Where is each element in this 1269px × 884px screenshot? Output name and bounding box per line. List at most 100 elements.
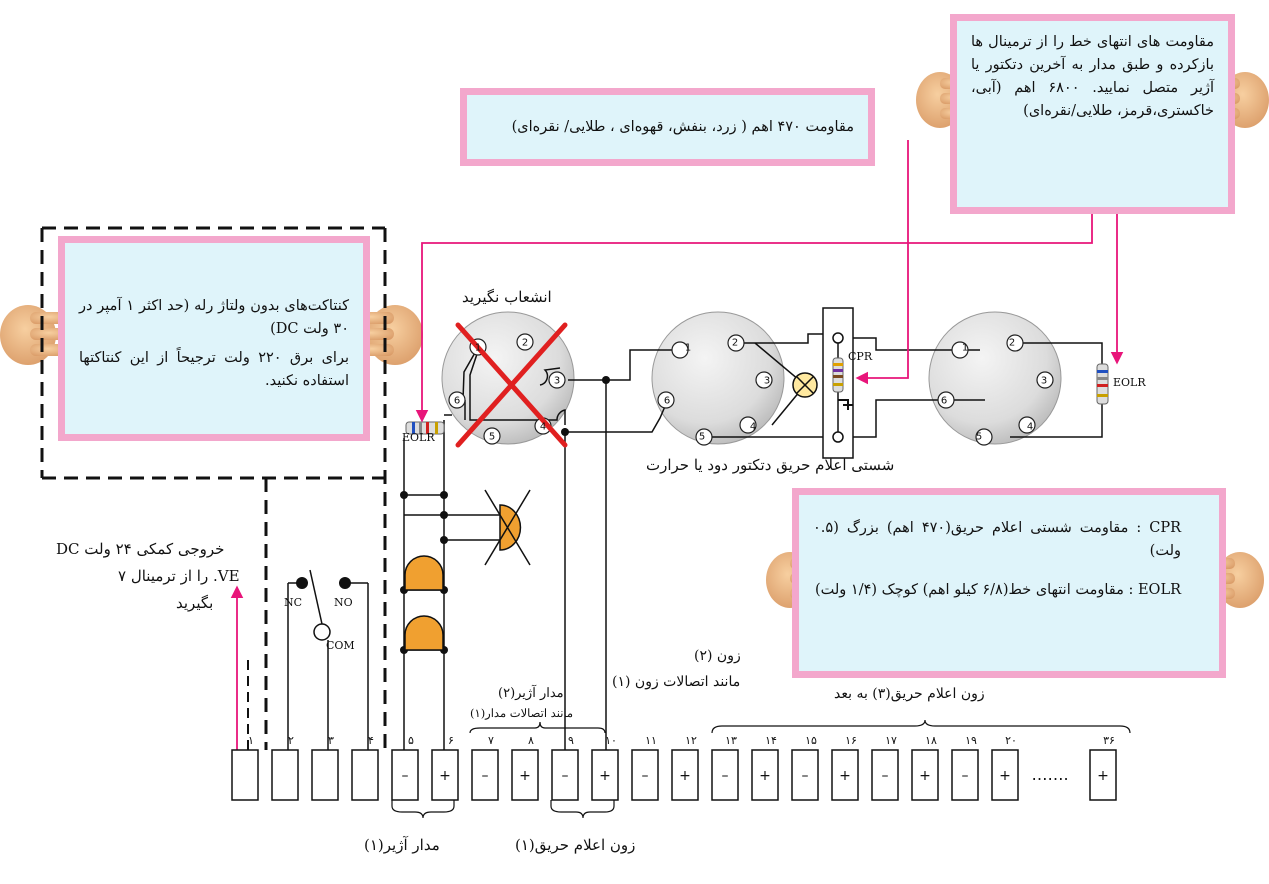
nc-contact-dot bbox=[296, 577, 308, 589]
detector-1-pin-3: 3 bbox=[554, 376, 560, 387]
terminal-9 bbox=[551, 749, 579, 801]
terminal-8 bbox=[511, 749, 539, 801]
eol-resistor-note: مقاومت های انتهای خط را از ترمینال ها با… bbox=[950, 14, 1235, 214]
terminal-2 bbox=[271, 749, 299, 801]
relay-contacts bbox=[287, 569, 369, 750]
terminal-16 bbox=[831, 749, 859, 801]
terminal-number: ۲۰ bbox=[1005, 734, 1017, 747]
terminal-number: ۱۴ bbox=[765, 734, 777, 747]
eol-resistor-text: مقاومت های انتهای خط را از ترمینال ها با… bbox=[971, 34, 1215, 119]
terminal-1 bbox=[231, 749, 259, 801]
detector-3-pin-5: 5 bbox=[976, 432, 982, 443]
terminal-number: ۹ bbox=[568, 734, 574, 747]
eolr-definition-text: EOLR : مقاومت انتهای خط(۶/۸ کیلو اهم) کو… bbox=[814, 582, 1181, 598]
terminal-polarity: + bbox=[599, 768, 611, 784]
cpr-definition-text: CPR : مقاومت شستی اعلام حریق(۴۷۰ اهم) بز… bbox=[813, 520, 1181, 559]
terminal-polarity: + bbox=[919, 768, 931, 784]
mains-warning-text: برای برق ۲۲۰ ولت ترجیحاً از این کنتاکتها… bbox=[79, 350, 349, 389]
detector-1-pin-5: 5 bbox=[489, 432, 495, 443]
relay-contacts-text: کنتاکت‌های بدون ولتاژ رله (حد اکثر ۱ آمپ… bbox=[79, 298, 349, 337]
terminal-number: ۱۵ bbox=[805, 734, 817, 747]
circuit-wires bbox=[403, 333, 1103, 750]
relay-contacts-note: کنتاکت‌های بدون ولتاژ رله (حد اکثر ۱ آمپ… bbox=[58, 236, 370, 441]
detector-2-pin-6: 6 bbox=[664, 396, 670, 407]
aux-output-line2: VE. را از ترمینال ۷ bbox=[118, 567, 240, 585]
terminal-number: ۲ bbox=[288, 734, 294, 747]
detector-2-pin-1: 1 bbox=[685, 343, 691, 354]
no-contact-dot bbox=[339, 577, 351, 589]
terminal-4 bbox=[351, 749, 379, 801]
zone2-label-line2: مانند اتصالات زون (۱) bbox=[612, 674, 741, 690]
no-branch-cross-icon bbox=[455, 322, 568, 448]
terminal-number: ۱۱ bbox=[645, 734, 657, 747]
terminal-polarity: – bbox=[802, 768, 809, 784]
siren-3-icon bbox=[499, 504, 522, 551]
terminal-number: ۱۰ bbox=[605, 734, 617, 747]
terminal-15 bbox=[791, 749, 819, 801]
terminal-number: ۸ bbox=[528, 734, 534, 747]
terminal-20 bbox=[991, 749, 1019, 801]
detector-3-pin-6: 6 bbox=[941, 396, 947, 407]
terminal-number: ۴ bbox=[368, 734, 374, 747]
terminal-14 bbox=[751, 749, 779, 801]
com-label: COM bbox=[326, 639, 355, 652]
zone1-label: زون اعلام حریق(۱) bbox=[515, 836, 636, 854]
terminal-polarity: – bbox=[642, 768, 649, 784]
detector-1-pin-1: 1 bbox=[475, 343, 481, 354]
relay-dashed-frame bbox=[40, 226, 387, 750]
resistor-470-text: مقاومت ۴۷۰ اهم ( زرد، بنفش، قهوه‌ای ، طل… bbox=[511, 118, 854, 135]
terminal-number: ۱ bbox=[248, 734, 254, 747]
detector-2-pin-2: 2 bbox=[732, 338, 738, 349]
terminal-7 bbox=[471, 749, 499, 801]
siren1-label: مدار آژیر(۱) bbox=[364, 836, 440, 854]
siren-2-icon bbox=[404, 615, 444, 651]
terminal-polarity: + bbox=[1097, 768, 1109, 784]
terminal-number: ۳ bbox=[328, 734, 334, 747]
manual-call-point bbox=[822, 307, 854, 459]
indicator-lamp-icon bbox=[792, 372, 818, 398]
siren-1-icon bbox=[404, 555, 444, 591]
detector-2-pin-3: 3 bbox=[764, 376, 770, 387]
terminal-10 bbox=[591, 749, 619, 801]
terminal-polarity: – bbox=[402, 768, 409, 784]
terminal-number: ۵ bbox=[408, 734, 414, 747]
terminal-polarity: – bbox=[962, 768, 969, 784]
pointer-arrows bbox=[230, 140, 1124, 758]
terminal-number: ۱۸ bbox=[925, 734, 937, 747]
terminal-6 bbox=[431, 749, 459, 801]
detectors-caption: شستی اعلام حریق دتکتور دود یا حرارت bbox=[646, 456, 895, 474]
terminal-13 bbox=[711, 749, 739, 801]
aux-output-line3: بگیرید bbox=[176, 594, 214, 612]
no-branch-label: انشعاب نگیرید bbox=[462, 288, 552, 306]
detector-2-pin-4: 4 bbox=[750, 422, 756, 433]
detector-pin-rings bbox=[448, 333, 1054, 446]
terminal-number: ۱۳ bbox=[725, 734, 737, 747]
terminal-19 bbox=[951, 749, 979, 801]
eolr-label-zone: EOLR bbox=[1113, 376, 1146, 389]
nc-label: NC bbox=[284, 596, 303, 609]
zone2-label-line1: زون (۲) bbox=[694, 648, 741, 664]
detector-1-pin-4: 4 bbox=[540, 422, 546, 433]
detector-2-pin-5: 5 bbox=[699, 432, 705, 443]
terminal-polarity: + bbox=[839, 768, 851, 784]
terminal-polarity: + bbox=[439, 768, 451, 784]
siren2-label-line1: مدار آژیر(۲) bbox=[498, 686, 564, 701]
detector-3-pin-4: 4 bbox=[1027, 422, 1033, 433]
terminal-polarity: + bbox=[999, 768, 1011, 784]
terminal-number: ۶ bbox=[448, 734, 454, 747]
eolr-label-siren: EOLR bbox=[402, 431, 435, 444]
terminal-polarity: + bbox=[759, 768, 771, 784]
eolr-resistor-zone bbox=[1096, 363, 1109, 405]
no-label: NO bbox=[334, 596, 353, 609]
terminal-3 bbox=[311, 749, 339, 801]
siren-icons bbox=[404, 489, 531, 651]
detector-1-pin-2: 2 bbox=[522, 338, 528, 349]
siren2-label-line2: مانند اتصالات مدار(۱) bbox=[470, 706, 574, 720]
terminal-12 bbox=[671, 749, 699, 801]
terminal-11 bbox=[631, 749, 659, 801]
group-braces bbox=[391, 719, 1131, 819]
aux-output-line1: خروجی کمکی ۲۴ ولت DC bbox=[56, 540, 225, 558]
terminal-number: ۳۶ bbox=[1103, 734, 1115, 747]
detector-3-pin-1: 1 bbox=[962, 343, 968, 354]
